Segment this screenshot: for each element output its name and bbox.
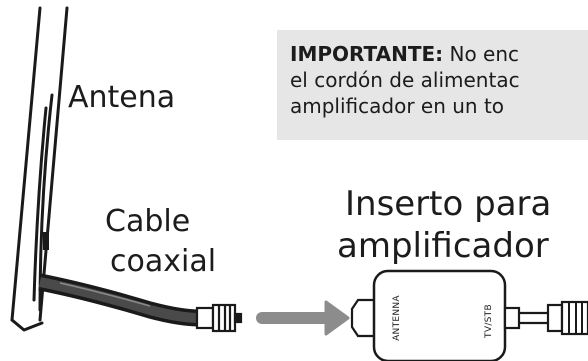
amplifier-tvstb-port-label: TV/STB [484,304,494,338]
connector-ferrule [195,306,215,330]
important-note-box: IMPORTANTE: No enc el cordón de alimenta… [277,30,588,140]
antenna-stand-front [32,106,48,302]
coaxial-cable-highlight [59,282,151,307]
antenna-panel-right-edge [38,6,69,322]
coaxial-cable [38,273,201,327]
antenna-port [43,232,49,250]
connector-pin [233,312,243,324]
antenna-panel-left-edge [10,6,42,322]
amplifier-insert-label-line1: Inserto para [345,184,552,224]
note-line-1-text: No enc [443,42,520,66]
amplifier-right-port [503,306,521,330]
amplifier-left-port [350,298,378,338]
amplifier-insert [350,269,588,361]
amplifier-antenna-port-label: ANTENNA [392,295,402,341]
antenna-label: Antena [68,80,176,115]
note-line-3: amplificador en un to [290,94,505,118]
f-connector-cable [195,303,243,333]
cable-label-line2: coaxial [110,244,217,279]
note-line-2: el cordón de alimentac [290,68,520,92]
arrow-head [324,300,350,336]
amplifier-output-ferrule [546,303,564,333]
antenna-panel-base [10,318,44,332]
note-strong-label: IMPORTANTE: [290,42,444,66]
note-line-1: IMPORTANTE: No enc [290,41,588,67]
connection-arrow [256,300,350,336]
cable-label-line1: Cable [105,204,191,239]
amplifier-insert-label-line2: amplificador [337,226,549,266]
coaxial-cable-inner [39,277,201,323]
